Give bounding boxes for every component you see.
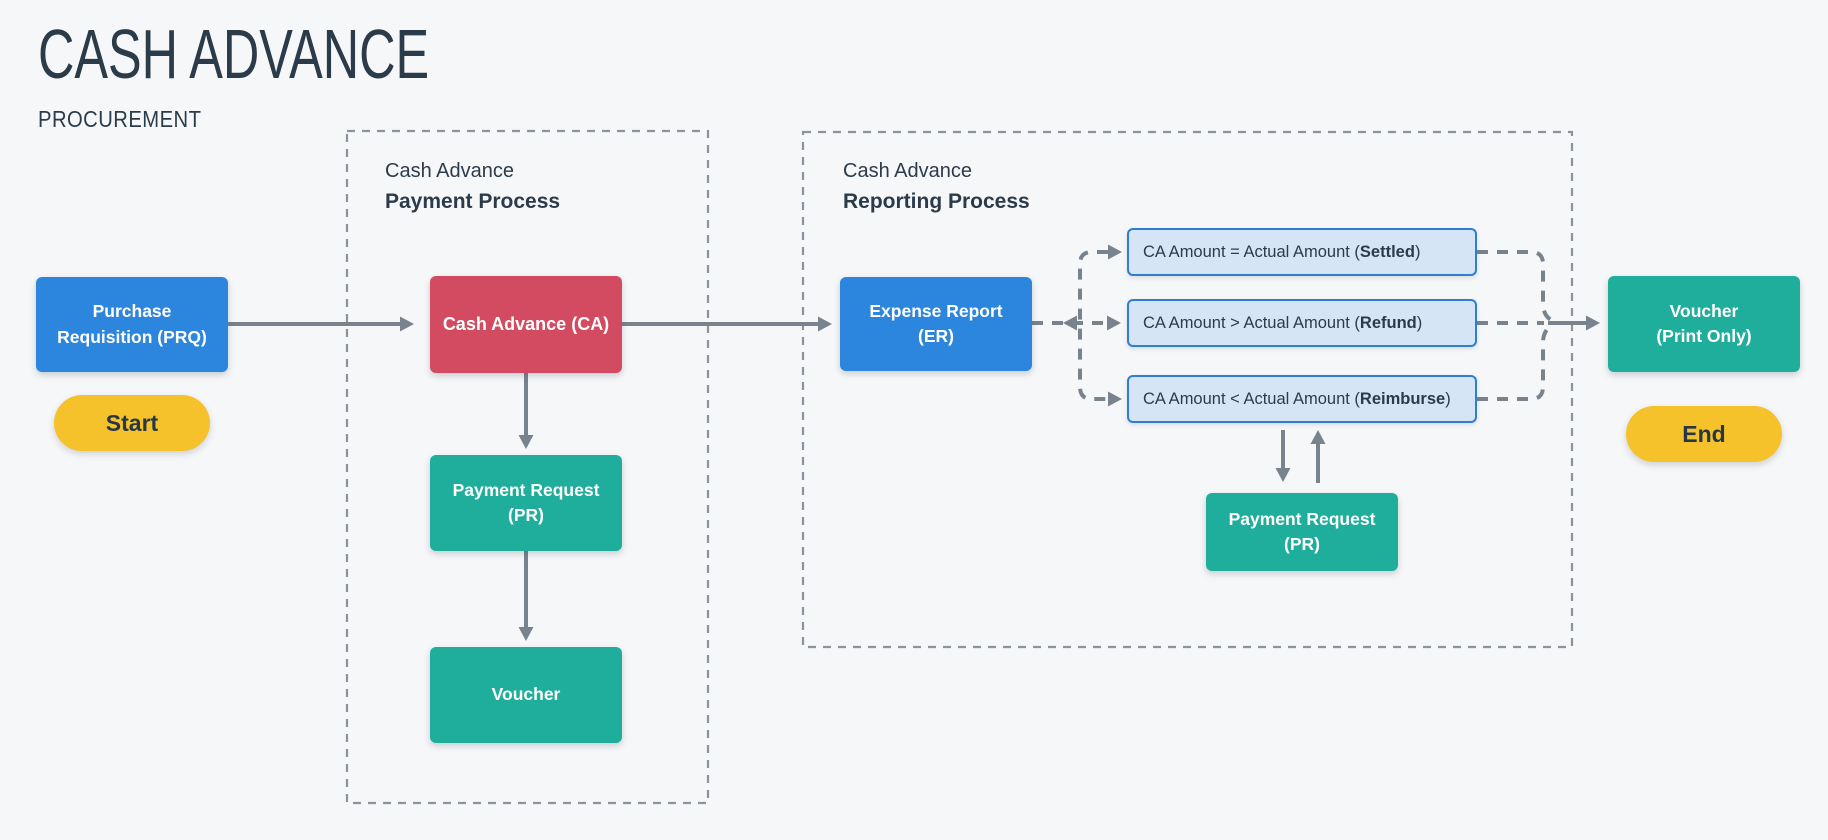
end-badge: End <box>1626 406 1782 462</box>
arrowhead-prq-to-ca <box>400 316 414 332</box>
arrowhead-to-settled <box>1108 244 1122 260</box>
arrowhead-ca-to-pr <box>518 435 534 449</box>
reporting-process-label: Cash Advance Reporting Process <box>843 156 1030 218</box>
arrowhead-merge-to-voucher-print <box>1586 315 1600 331</box>
condition-refund-keyword: Refund <box>1359 313 1417 332</box>
payment-process-label: Cash Advance Payment Process <box>385 156 560 218</box>
dashed-reimburse-to-merge <box>1477 324 1553 401</box>
condition-reimburse-keyword: Reimburse <box>1359 389 1446 408</box>
dashed-settled-to-merge <box>1477 250 1553 322</box>
arrowhead-reimburse-to-pr <box>1275 468 1291 482</box>
condition-reimburse-prefix: CA Amount < Actual Amount ( <box>1143 389 1360 408</box>
node-voucher-print-only: Voucher (Print Only) <box>1608 276 1800 372</box>
condition-reimburse: CA Amount < Actual Amount (Reimburse) <box>1127 375 1477 423</box>
condition-settled-prefix: CA Amount = Actual Amount ( <box>1143 242 1360 261</box>
condition-settled-keyword: Settled <box>1359 242 1415 261</box>
condition-reimburse-suffix: ) <box>1445 389 1451 408</box>
reporting-process-label-line2: Reporting Process <box>843 190 1030 213</box>
condition-settled: CA Amount = Actual Amount (Settled) <box>1127 228 1477 276</box>
node-expense-report: Expense Report (ER) <box>840 277 1032 371</box>
condition-refund: CA Amount > Actual Amount (Refund) <box>1127 299 1477 347</box>
dashed-branch-split <box>1078 250 1108 401</box>
page-title: CASH ADVANCE <box>38 15 430 93</box>
start-badge: Start <box>54 395 210 451</box>
condition-refund-prefix: CA Amount > Actual Amount ( <box>1143 313 1360 332</box>
payment-process-container <box>345 129 710 805</box>
node-payment-request: Payment Request (PR) <box>430 455 622 551</box>
node-cash-advance: Cash Advance (CA) <box>430 276 622 373</box>
arrowhead-pr-to-reimburse <box>1310 430 1326 444</box>
arrowhead-junction-to-er <box>1063 315 1077 331</box>
reporting-process-container <box>801 130 1574 649</box>
arrowhead-to-reimburse <box>1108 391 1122 407</box>
reporting-process-label-line1: Cash Advance <box>843 160 972 182</box>
node-voucher: Voucher <box>430 647 622 743</box>
condition-refund-suffix: ) <box>1416 313 1423 332</box>
payment-process-label-line1: Cash Advance <box>385 160 514 182</box>
payment-process-label-line2: Payment Process <box>385 190 561 213</box>
page-subtitle: PROCUREMENT <box>38 106 202 132</box>
arrowhead-ca-to-er <box>818 316 832 332</box>
arrowhead-pr-to-voucher <box>518 627 534 641</box>
node-purchase-requisition: Purchase Requisition (PRQ) <box>36 277 228 372</box>
arrowhead-to-refund <box>1107 315 1121 331</box>
condition-settled-suffix: ) <box>1414 242 1421 261</box>
node-payment-request-reporting: Payment Request (PR) <box>1206 493 1398 571</box>
